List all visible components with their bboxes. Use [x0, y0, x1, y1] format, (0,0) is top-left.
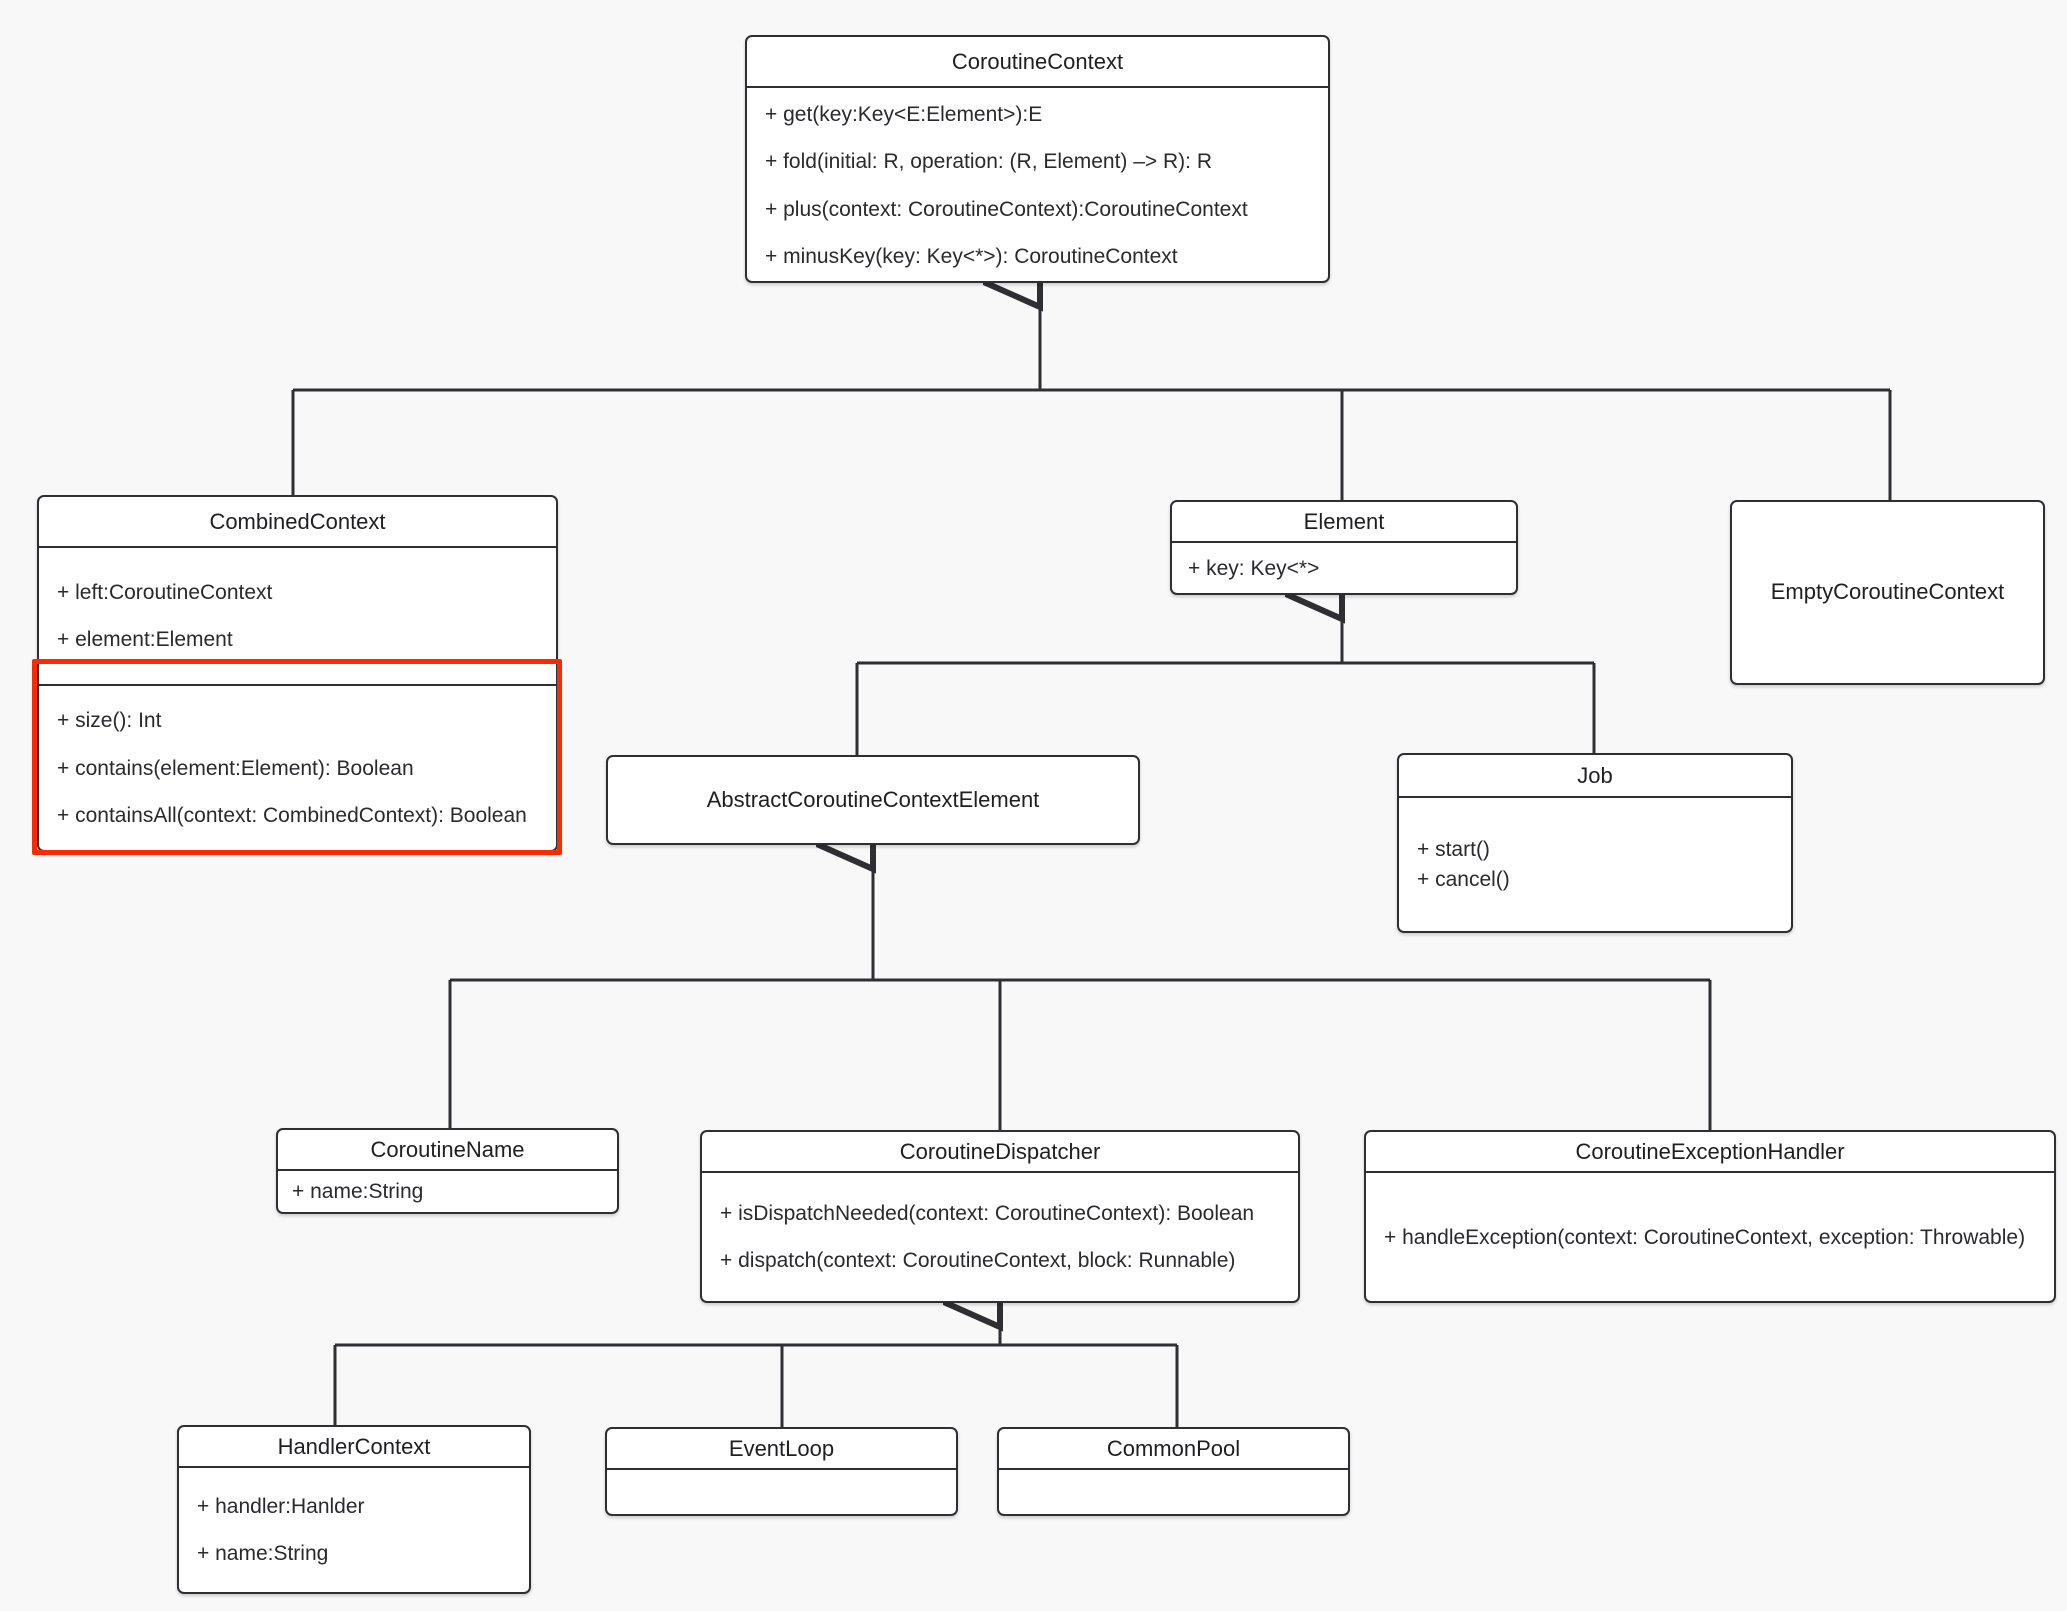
member-row: + name:String [197, 1542, 329, 1566]
class-box-job[interactable]: Job + start() + cancel() [1397, 753, 1793, 933]
class-name-handler-context: HandlerContext [179, 1427, 529, 1469]
member-row: + handleException(context: CoroutineCont… [1384, 1225, 2026, 1249]
class-box-common-pool[interactable]: CommonPool [997, 1427, 1350, 1516]
members-coroutine-exception-handler: + handleException(context: CoroutineCont… [1366, 1173, 2054, 1301]
class-box-handler-context[interactable]: HandlerContext + handler:Hanlder + name:… [177, 1425, 531, 1594]
member-row: + element:Element [57, 628, 233, 652]
member-row: + cancel() [1417, 867, 1510, 891]
member-row: + containsAll(context: CombinedContext):… [57, 803, 527, 827]
class-name-combined-context: CombinedContext [39, 497, 556, 549]
member-row: + fold(initial: R, operation: (R, Elemen… [765, 150, 1213, 174]
member-row: + start() [1417, 838, 1490, 862]
class-box-element[interactable]: Element + key: Key<*> [1170, 500, 1518, 595]
class-name-coroutine-context: CoroutineContext [747, 37, 1328, 89]
class-box-combined-context[interactable]: CombinedContext + left:CoroutineContext … [37, 495, 558, 852]
edge-to-coroutine-dispatcher [333, 1303, 1179, 1427]
methods-combined-context: + size(): Int + contains(element:Element… [39, 686, 556, 850]
class-box-coroutine-context[interactable]: CoroutineContext + get(key:Key<E:Element… [745, 35, 1330, 283]
members-job: + start() + cancel() [1399, 798, 1791, 931]
class-box-coroutine-exception-handler[interactable]: CoroutineExceptionHandler + handleExcept… [1364, 1130, 2056, 1303]
member-row: + get(key:Key<E:Element>):E [765, 103, 1043, 127]
members-coroutine-dispatcher: + isDispatchNeeded(context: CoroutineCon… [702, 1173, 1298, 1301]
members-handler-context: + handler:Hanlder + name:String [179, 1468, 529, 1592]
member-row: + plus(context: CoroutineContext):Corout… [765, 197, 1248, 221]
class-box-event-loop[interactable]: EventLoop [605, 1427, 958, 1516]
edge-to-coroutine-context [291, 283, 1892, 500]
class-box-empty-coroutine-context[interactable]: EmptyCoroutineContext [1730, 500, 2045, 685]
class-name-coroutine-name: CoroutineName [278, 1130, 617, 1172]
class-name-common-pool: CommonPool [999, 1429, 1348, 1471]
class-box-coroutine-dispatcher[interactable]: CoroutineDispatcher + isDispatchNeeded(c… [700, 1130, 1300, 1303]
class-name-element: Element [1172, 502, 1516, 544]
members-coroutine-name: + name:String [278, 1171, 617, 1212]
edge-to-element [855, 595, 1596, 755]
member-row: + minusKey(key: Key<*>): CoroutineContex… [765, 244, 1178, 268]
member-row: + name:String [292, 1180, 424, 1203]
members-coroutine-context: + get(key:Key<E:Element>):E + fold(initi… [747, 88, 1328, 281]
member-row: + size(): Int [57, 709, 162, 733]
member-row: + isDispatchNeeded(context: CoroutineCon… [720, 1201, 1255, 1225]
attributes-combined-context: + left:CoroutineContext + element:Elemen… [39, 548, 556, 687]
class-name-event-loop: EventLoop [607, 1429, 956, 1471]
class-name-coroutine-dispatcher: CoroutineDispatcher [702, 1132, 1298, 1174]
member-row: + dispatch(context: CoroutineContext, bl… [720, 1249, 1236, 1273]
member-row: + left:CoroutineContext [57, 581, 273, 604]
class-name-empty-coroutine-context: EmptyCoroutineContext [1770, 579, 2005, 605]
class-name-coroutine-exception-handler: CoroutineExceptionHandler [1366, 1132, 2054, 1174]
members-event-loop [607, 1470, 956, 1514]
members-element: + key: Key<*> [1172, 543, 1516, 593]
members-common-pool [999, 1470, 1348, 1514]
class-name-abstract-coroutine-context-element: AbstractCoroutineContextElement [706, 786, 1040, 812]
member-row: + handler:Hanlder [197, 1494, 365, 1518]
class-name-job: Job [1399, 755, 1791, 799]
class-box-abstract-coroutine-context-element[interactable]: AbstractCoroutineContextElement [606, 755, 1140, 845]
class-box-coroutine-name[interactable]: CoroutineName + name:String [276, 1128, 619, 1214]
member-row: + contains(element:Element): Boolean [57, 756, 414, 780]
member-row: + key: Key<*> [1188, 556, 1320, 580]
